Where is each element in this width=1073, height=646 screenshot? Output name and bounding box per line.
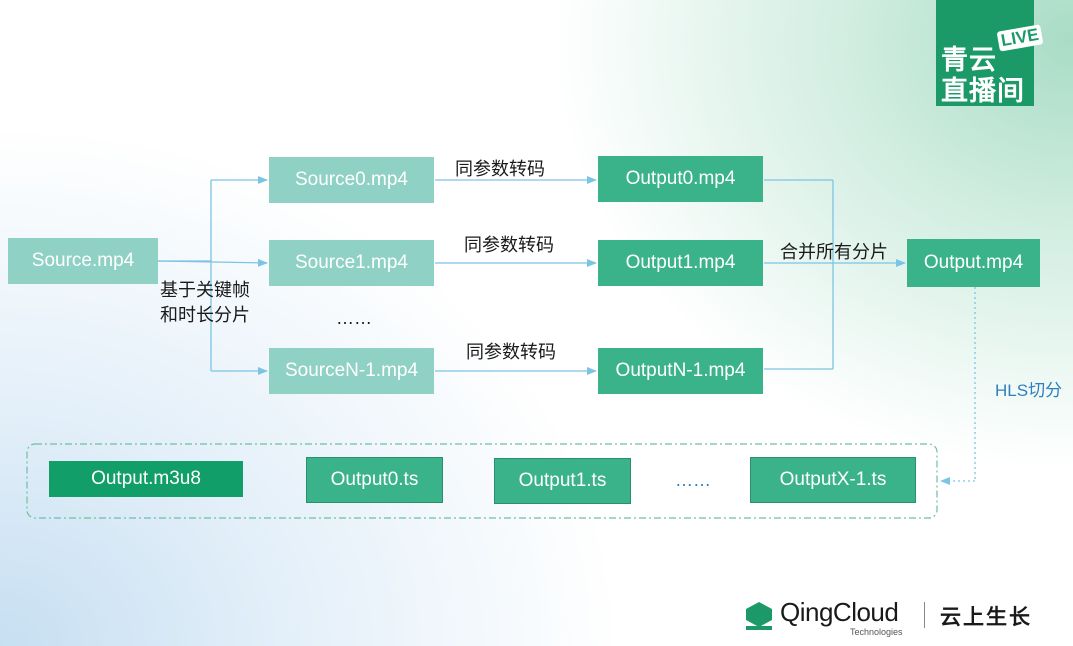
ts-file-node: OutputX-1.ts (750, 457, 916, 503)
transcode-label: 同参数转码 (466, 342, 556, 362)
brand-slogan: 云上生长 (940, 606, 1032, 629)
source-node: Source.mp4 (8, 238, 158, 284)
split-label-line2: 和时长分片 (160, 305, 250, 325)
ts-file-node: Output0.ts (306, 457, 443, 503)
logo-text-line2: 直播间 (941, 76, 1025, 106)
brand-divider (924, 602, 925, 628)
ts-ellipsis: …… (675, 470, 711, 490)
playlist-file-node: Output.m3u8 (49, 461, 243, 497)
segment-ellipsis: …… (336, 308, 372, 328)
segment-input-node: SourceN-1.mp4 (269, 348, 434, 394)
merged-output-node: Output.mp4 (907, 239, 1040, 287)
segment-input-node: Source0.mp4 (269, 157, 434, 203)
hls-label: HLS切分 (995, 381, 1063, 400)
brand-name: QingCloud (780, 597, 899, 627)
segment-output-node: OutputN-1.mp4 (598, 348, 763, 394)
brand-subtitle: Technologies (850, 627, 903, 637)
hls-output-container (26, 443, 938, 519)
transcode-label: 同参数转码 (464, 235, 554, 255)
qingcloud-logo-icon (746, 602, 772, 630)
logo-text-line1: 青云 (941, 45, 997, 75)
segment-output-node: Output1.mp4 (598, 240, 763, 286)
segment-input-node: Source1.mp4 (269, 240, 434, 286)
ts-file-node: Output1.ts (494, 458, 631, 504)
split-arrow-1 (157, 258, 268, 267)
transcode-label: 同参数转码 (455, 159, 545, 179)
live-logo-badge (936, 0, 1034, 106)
split-label-line1: 基于关键帧 (160, 280, 250, 300)
segment-output-node: Output0.mp4 (598, 156, 763, 202)
merge-label: 合并所有分片 (780, 242, 888, 262)
